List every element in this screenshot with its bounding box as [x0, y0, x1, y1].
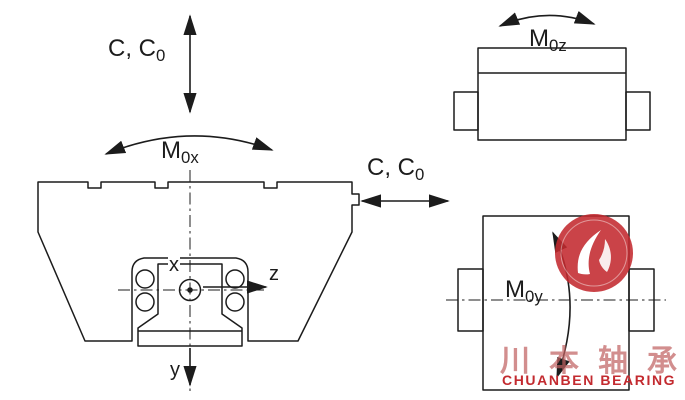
ball-circle	[225, 292, 245, 312]
watermark-english: CHUANBEN BEARING	[502, 372, 677, 388]
load-side-subscript: 0	[415, 165, 425, 185]
rail-profile	[137, 263, 243, 347]
moment-x-text: M	[161, 137, 181, 164]
moment-x-arc	[104, 135, 274, 155]
load-top-label: C, C0	[108, 36, 165, 65]
end-view-body	[477, 47, 627, 141]
load-side-text: C, C	[367, 154, 415, 181]
logo-circle	[555, 214, 633, 292]
axis-y-label: y	[170, 359, 180, 381]
ball-circle	[135, 292, 155, 312]
moment-y-subscript: 0y	[525, 287, 543, 307]
origin-marker	[178, 278, 202, 302]
moment-y-label: M0y	[505, 277, 543, 306]
moment-z-subscript: 0z	[549, 36, 567, 56]
moment-x-label: M0x	[161, 138, 199, 167]
ball-circle	[135, 269, 155, 289]
load-top-subscript: 0	[156, 46, 166, 66]
moment-y-text: M	[505, 276, 525, 303]
moment-z-text: M	[529, 25, 549, 52]
moment-z-arc	[498, 11, 596, 27]
end-view	[453, 11, 651, 141]
logo-swoosh-accent	[599, 239, 611, 272]
logo-ring	[560, 219, 628, 287]
logo-swoosh	[577, 230, 601, 275]
load-top-text: C, C	[108, 35, 156, 62]
watermark-logo	[555, 214, 633, 292]
watermark-chinese: 川本轴承	[500, 345, 685, 378]
moment-x-subscript: 0x	[181, 148, 199, 168]
axis-z-label: z	[269, 263, 279, 285]
ball-circle	[225, 269, 245, 289]
block-outline	[37, 181, 360, 342]
end-view-left-tab	[453, 91, 479, 131]
load-side-label: C, C0	[367, 155, 424, 184]
end-view-right-tab	[625, 91, 651, 131]
axis-x-label: x	[168, 254, 180, 276]
cross-section-view	[37, 14, 360, 394]
moment-z-label: M0z	[529, 26, 567, 55]
